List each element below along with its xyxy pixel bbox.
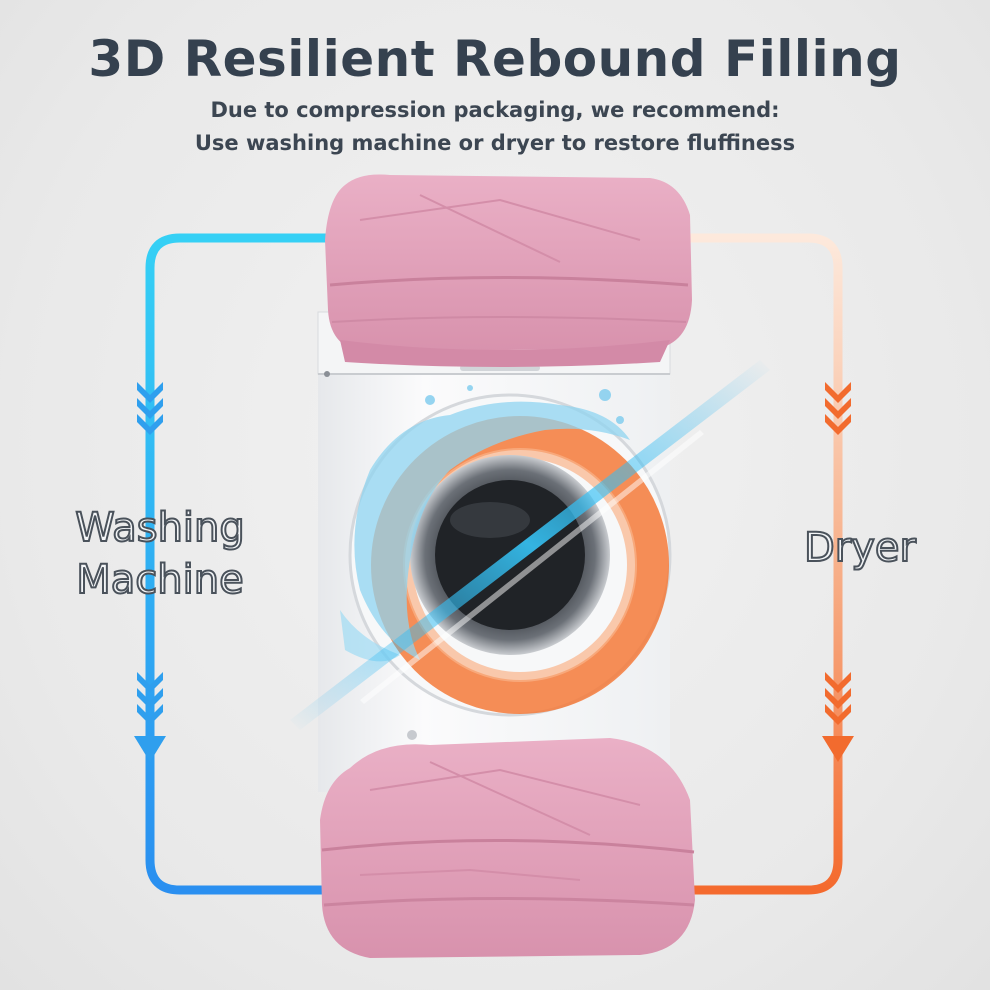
dryer-label: Dryer — [803, 524, 917, 572]
washing-machine — [290, 311, 770, 792]
washing-machine-label: Washing Machine — [45, 502, 275, 606]
washing-machine-label-line-2: Machine — [75, 556, 244, 604]
washing-machine-path — [134, 233, 345, 895]
dryer-path — [655, 233, 854, 895]
subtitle-line-1: Due to compression packaging, we recomme… — [210, 98, 780, 122]
bottom-comforter — [320, 738, 695, 958]
subtitle-line-2: Use washing machine or dryer to restore … — [194, 131, 796, 155]
top-comforter — [325, 174, 692, 367]
washing-machine-label-line-1: Washing — [74, 504, 246, 552]
page-title: 3D Resilient Rebound Filling — [88, 30, 902, 88]
